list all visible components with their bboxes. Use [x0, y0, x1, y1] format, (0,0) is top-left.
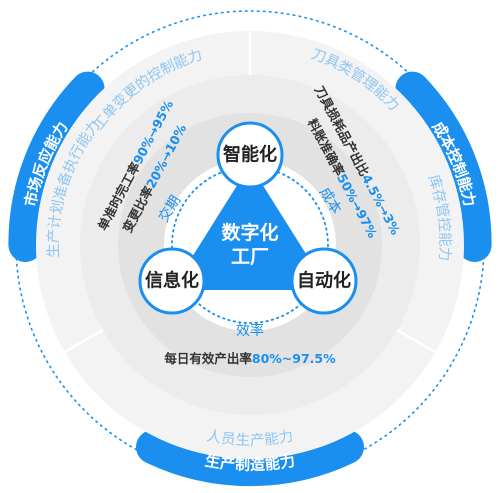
triangle-dotted-ring — [171, 166, 329, 324]
link-label-bottom: 效率 — [236, 322, 264, 339]
center-triangle — [177, 171, 323, 290]
node-right-label: 自动化 — [297, 270, 351, 292]
center-title-line2: 工厂 — [231, 246, 269, 268]
cap-arc-right — [395, 71, 492, 262]
node-left-label: 信息化 — [145, 270, 199, 292]
node-right: 自动化 — [290, 247, 358, 315]
cap-label-bottom: 生产制造能力 — [204, 452, 297, 474]
metric-bottom: 每日有效产出率80%~97.5% — [164, 351, 336, 366]
cap-arc-left — [8, 71, 105, 262]
node-top: 智能化 — [216, 121, 284, 189]
cap-arc-bottom — [136, 430, 364, 487]
center-title-line1: 数字化 — [221, 221, 278, 244]
node-top-label: 智能化 — [223, 144, 277, 166]
ring-dividers — [64, 31, 436, 354]
outer-label-bottom: 人员生产能力 — [205, 427, 294, 449]
node-left: 信息化 — [138, 247, 206, 315]
